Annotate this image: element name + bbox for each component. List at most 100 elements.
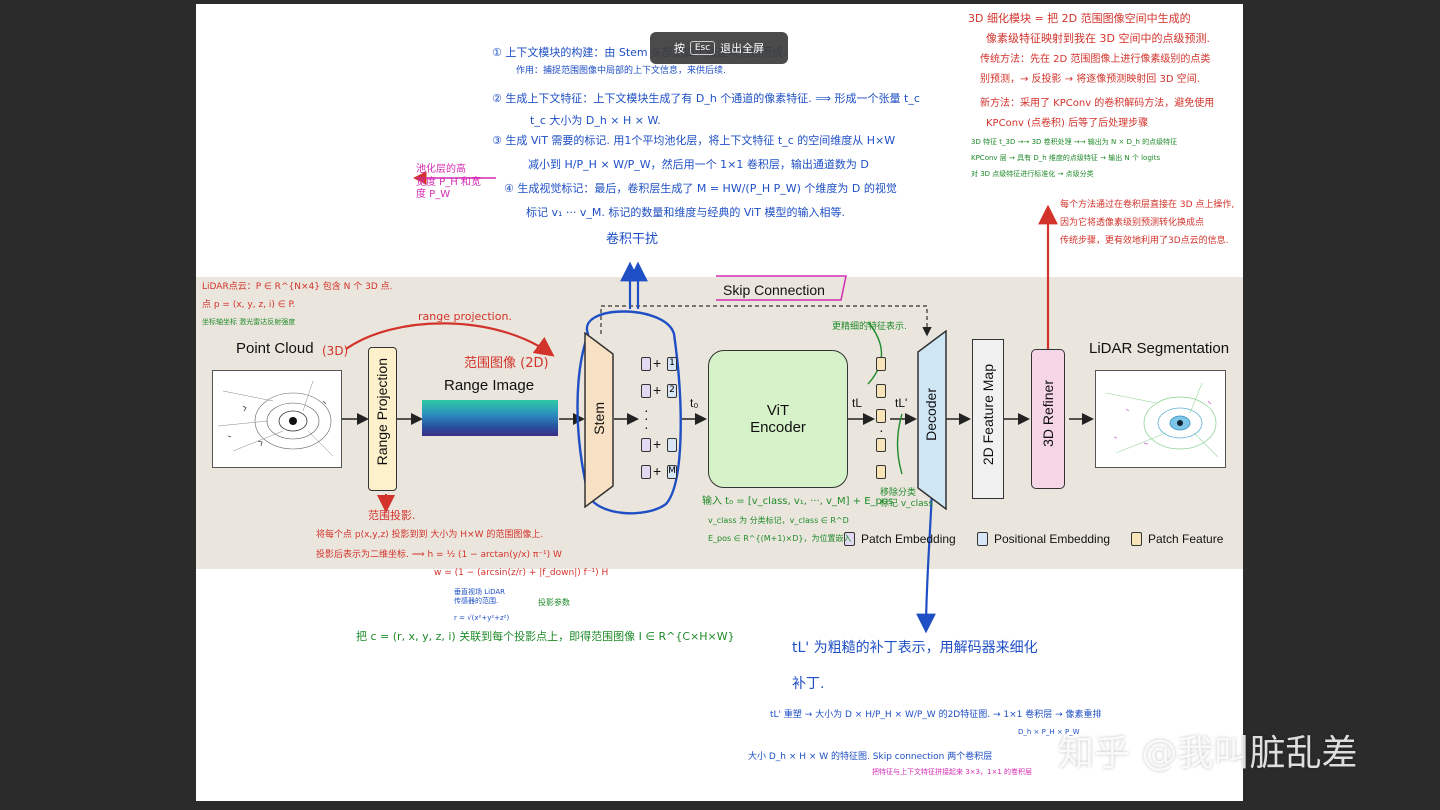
ellipsis-dots: ··· xyxy=(644,402,649,435)
note-channel-assoc: 把 c = (r, x, y, z, i) 关联到每个投影点上，即得范围图像 I… xyxy=(356,630,735,643)
note-refiner-explain-1: 每个方法通过在卷积层直接在 3D 点上操作, xyxy=(1060,200,1235,210)
segmentation-sketch xyxy=(1105,382,1219,458)
tl-prime-label: tL' xyxy=(895,396,908,410)
legend-swatch-patch-feature xyxy=(1131,532,1142,546)
note-decoder-patch: 补丁. xyxy=(792,676,825,692)
note-traditional-method: 传统方法：先在 2D 范围图像上进行像素级别的点类 xyxy=(980,54,1211,65)
note-kpconv-detail-1: 3D 特征 t_3D →→ 3D 卷积处理 →→ 输出为 N × D_h 的点级… xyxy=(971,138,1178,146)
note-projection-params: 投影参数 xyxy=(538,598,570,607)
note-token-count: 标记 v₁ ··· v_M. 标记的数量和维度与经典的 ViT 模型的输入相等. xyxy=(526,206,845,219)
note-refiner-explain-3: 传统步骤，更有效地利用了3D点云的信息. xyxy=(1060,236,1229,246)
note-projection-formula-w: w = (1 − (arcsin(z/r) + |f_down|) f⁻¹) H xyxy=(434,568,609,578)
skip-connection-label: Skip Connection xyxy=(723,282,825,298)
segmentation-image xyxy=(1095,370,1226,468)
decoder-shape xyxy=(917,330,947,510)
note-range-image-2d: 范围图像 (2D) xyxy=(464,356,549,371)
refiner-label: 3D Refiner xyxy=(1040,380,1056,447)
note-decoder-coarse: tL' 为粗糙的补丁表示，用解码器来细化 xyxy=(792,640,1038,656)
point-cloud-sketch xyxy=(217,380,334,457)
note-pos-embedding: E_pos ∈ R^{(M+1)×D}，为位置嵌入 xyxy=(708,534,852,543)
patch-embedding-token xyxy=(641,465,651,479)
stem-shape xyxy=(584,332,614,508)
note-range-projection: range projection. xyxy=(418,310,512,323)
vit-encoder-box: ViT Encoder xyxy=(708,350,848,488)
note-decoder-channels: D_h × P_H × P_W xyxy=(1018,728,1080,736)
refiner-box: 3D Refiner xyxy=(1031,349,1065,489)
patch-feature-token xyxy=(876,438,886,452)
legend-swatch-patch-embedding xyxy=(844,532,855,546)
note-kpconv-detail-2: KPConv 层 → 具有 D_h 维度的点级特征 → 输出 N 个 logit… xyxy=(971,154,1161,162)
legend-positional-embedding: Positional Embedding xyxy=(994,532,1111,546)
note-kpconv: KPConv (点卷积) 后等了后处理步骤 xyxy=(986,118,1149,129)
note-refiner-line2: 像素级特征映射到我在 3D 空间中的点级预测. xyxy=(986,32,1210,45)
esc-key-icon: Esc xyxy=(689,41,716,55)
note-3d: (3D) xyxy=(322,344,349,358)
position-token-1: 1 xyxy=(667,357,677,371)
legend-patch-embedding: Patch Embedding xyxy=(861,532,956,546)
note-projection-desc: 将每个点 p(x,y,z) 投影到到 大小为 H×W 的范围图像上. xyxy=(316,530,544,540)
note-point-definition: 点 p = (x, y, z, i) ∈ P. xyxy=(202,300,296,310)
point-cloud-label: Point Cloud xyxy=(236,340,314,357)
plus-sign: + xyxy=(653,463,662,479)
note-coordinate-axes: 坐标轴坐标 激光雷达反射强度 xyxy=(202,318,296,326)
lidar-segmentation-label: LiDAR Segmentation xyxy=(1089,340,1230,357)
note-pool-size: 池化层的高 宽度 P_H 和宽 度 P_W xyxy=(416,164,481,200)
note-lidar-definition: LiDAR点云：P ∈ R^{N×4} 包含 N 个 3D 点. xyxy=(202,282,393,292)
note-radius: r = √(x²+y²+z²) xyxy=(454,614,510,622)
note-visual-tokens: ④ 生成视觉标记：最后，卷积层生成了 M = HW/(P_H P_W) 个维度为… xyxy=(504,182,897,195)
note-range-projection-cn: 范围投影. xyxy=(368,509,416,522)
note-vit-tokens: ③ 生成 ViT 需要的标记. 用1个平均池化层，将上下文特征 t_c 的空间维… xyxy=(492,134,896,147)
patch-feature-token xyxy=(876,465,886,479)
note-stem-annotation: 卷积干扰 xyxy=(606,232,659,247)
note-decoder-concat: 把特征与上下文特征拼接起来 3×3，1×1 的卷积层 xyxy=(872,768,1032,776)
plus-sign: + xyxy=(653,355,662,371)
note-new-method: 新方法：采用了 KPConv 的卷积解码方法，避免使用 xyxy=(980,98,1215,109)
range-image-label: Range Image xyxy=(444,377,535,394)
patch-feature-token xyxy=(876,384,886,398)
range-projection-label: Range Projection xyxy=(374,358,390,466)
note-class-token: v_class 为 分类标记，v_class ∈ R^D xyxy=(708,516,849,525)
note-context-purpose: 作用：捕捉范围图像中局部的上下文信息，来供后续. xyxy=(516,66,726,76)
note-remove-class: 移除分类 标记 v_class xyxy=(880,488,934,510)
toast-prefix: 按 xyxy=(673,42,685,55)
patch-embedding-token xyxy=(641,438,651,452)
position-token-m: M xyxy=(667,465,677,479)
patch-feature-token xyxy=(876,409,886,423)
range-image-strip xyxy=(422,400,558,436)
note-vertical-fov: 垂直视场 LiDAR 传感器的范围. xyxy=(454,588,505,605)
stem-label: Stem xyxy=(591,402,607,435)
note-decoder-featuremap: 大小 D_h × H × W 的特征图. Skip connection 两个卷… xyxy=(748,752,993,762)
note-skip-finer: 更精细的特征表示. xyxy=(832,322,907,332)
note-context-features: ② 生成上下文特征：上下文模块生成了有 D_h 个通道的像素特征. ⟹ 形成一个… xyxy=(492,92,920,105)
note-refiner-title: 3D 细化模块 = 把 2D 范围图像空间中生成的 xyxy=(968,12,1191,25)
note-tc-size: t_c 大小为 D_h × H × W. xyxy=(530,114,661,127)
note-kpconv-detail-3: 对 3D 点级特征进行标准化 → 点级分类 xyxy=(971,170,1094,178)
plus-sign: + xyxy=(653,436,662,452)
patch-embedding-token xyxy=(641,384,651,398)
feature-map-box: 2D Feature Map xyxy=(972,339,1004,499)
vit-encoder-label: ViT Encoder xyxy=(750,402,806,436)
note-traditional-method-2: 别预测，→ 反投影 → 将逐像预测映射回 3D 空间. xyxy=(980,74,1200,85)
range-projection-box: Range Projection xyxy=(368,347,397,491)
legend-swatch-positional-embedding xyxy=(977,532,988,546)
decoder-label: Decoder xyxy=(923,388,939,441)
legend-patch-feature: Patch Feature xyxy=(1148,532,1224,546)
patch-embedding-token xyxy=(641,357,651,371)
note-decoder-reshape: tL' 重塑 → 大小为 D × H/P_H × W/P_W 的2D特征图. →… xyxy=(770,710,1102,720)
note-pooling: 减小到 H/P_H × W/P_W，然后用一个 1×1 卷积层，输出通道数为 D xyxy=(528,158,869,171)
point-cloud-image xyxy=(212,370,342,468)
slide-page: Point Cloud Range Projection Range Image… xyxy=(196,4,1243,801)
position-token-2: 2 xyxy=(667,384,677,398)
note-vit-input: 输入 t₀ = [v_class, v₁, ···, v_M] + E_pos xyxy=(702,496,894,507)
t0-label: t₀ xyxy=(690,396,699,410)
position-token xyxy=(667,438,677,452)
tl-label: tL xyxy=(852,396,863,410)
zhihu-watermark: 知乎 @我叫脏乱差 xyxy=(1058,733,1358,774)
feature-map-label: 2D Feature Map xyxy=(980,364,996,466)
plus-sign: + xyxy=(653,382,662,398)
fullscreen-exit-toast[interactable]: 按 Esc 退出全屏 xyxy=(650,32,788,64)
note-projection-formula-h: 投影后表示为二维坐标. ⟹ h = ½ (1 − arctan(y/x) π⁻¹… xyxy=(316,550,562,560)
toast-action: 退出全屏 xyxy=(720,42,765,55)
note-refiner-explain-2: 因为它将透像素级别预测转化换成点 xyxy=(1060,218,1205,228)
patch-feature-token xyxy=(876,357,886,371)
